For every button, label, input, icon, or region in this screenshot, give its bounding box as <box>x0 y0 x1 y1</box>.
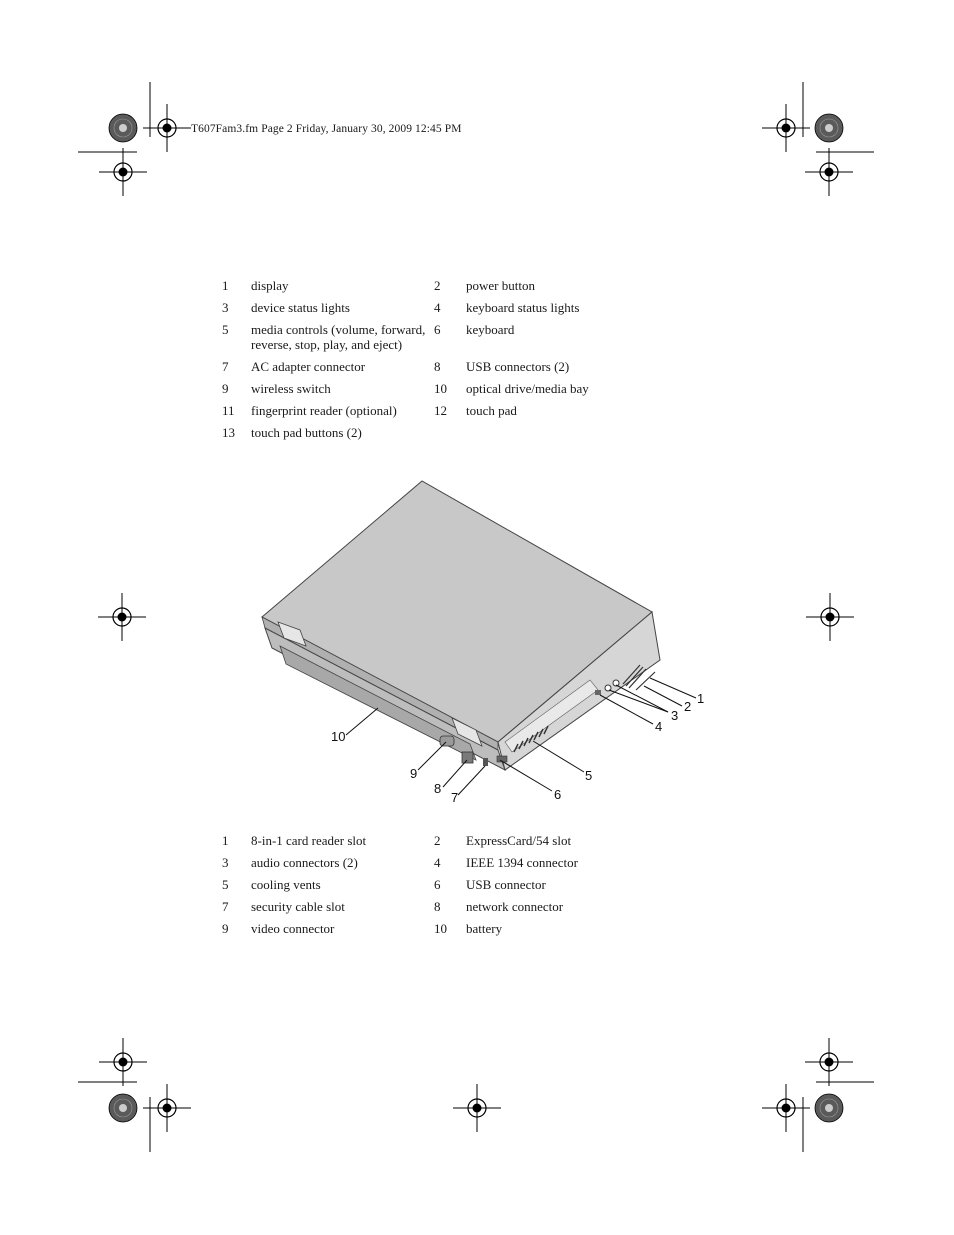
callout-label: 8-in-1 card reader slot <box>251 833 367 848</box>
callout-10: 10 <box>331 729 345 744</box>
callout-4: 4 <box>655 719 662 734</box>
callout-label: power button <box>466 278 535 293</box>
security-cable-slot <box>483 758 488 766</box>
callout-label: USB connectors (2) <box>466 359 570 374</box>
hinge-left <box>277 621 307 647</box>
callout-5: 5 <box>585 768 592 783</box>
callout-label: wireless switch <box>251 381 331 396</box>
hinge-right <box>451 717 483 747</box>
callout-label: ExpressCard/54 slot <box>466 833 572 848</box>
callout-number: 11 <box>222 403 235 418</box>
callout-label: keyboard <box>466 322 515 337</box>
callout-number: 6 <box>434 877 441 892</box>
callout-label: security cable slot <box>251 899 345 914</box>
file-header: T607Fam3.fm Page 2 Friday, January 30, 2… <box>191 123 462 135</box>
card-reader-slot <box>635 671 656 691</box>
callout-label: fingerprint reader (optional) <box>251 403 397 418</box>
callout-label: network connector <box>466 899 564 914</box>
audio-connector <box>612 679 620 687</box>
callout-3: 3 <box>671 708 678 723</box>
callout-number: 2 <box>434 278 441 293</box>
callout-number: 3 <box>222 855 229 870</box>
callout-number: 9 <box>222 921 229 936</box>
callout-label: USB connector <box>466 877 546 892</box>
callout-number: 8 <box>434 359 441 374</box>
callout-7: 7 <box>451 790 458 805</box>
callout-label: optical drive/media bay <box>466 381 589 396</box>
video-connector <box>439 735 455 747</box>
callout-number: 1 <box>222 833 229 848</box>
callout-label: cooling vents <box>251 877 321 892</box>
callout-number: 4 <box>434 855 441 870</box>
callout-number: 12 <box>434 403 447 418</box>
callout-number: 2 <box>434 833 441 848</box>
callout-number: 9 <box>222 381 229 396</box>
callout-label: battery <box>466 921 503 936</box>
callout-label: keyboard status lights <box>466 300 580 315</box>
callout-number: 1 <box>222 278 229 293</box>
network-connector <box>461 751 474 764</box>
callout-number: 3 <box>222 300 229 315</box>
callout-9: 9 <box>410 766 417 781</box>
callout-label: AC adapter connector <box>251 359 366 374</box>
callout-number: 5 <box>222 877 229 892</box>
callout-label: media controls (volume, forward, reverse… <box>251 322 426 352</box>
callout-1: 1 <box>697 691 704 706</box>
callout-2: 2 <box>684 699 691 714</box>
callout-8: 8 <box>434 781 441 796</box>
cooling-vents <box>513 725 549 753</box>
usb-connector <box>496 755 508 763</box>
callout-label: video connector <box>251 921 335 936</box>
battery <box>279 645 477 761</box>
callout-number: 10 <box>434 381 447 396</box>
callout-number: 8 <box>434 899 441 914</box>
callout-label: device status lights <box>251 300 350 315</box>
callout-label: touch pad <box>466 403 517 418</box>
callout-number: 10 <box>434 921 447 936</box>
ieee1394-connector <box>595 690 601 695</box>
callout-number: 5 <box>222 322 229 337</box>
callout-number: 6 <box>434 322 441 337</box>
expresscard-slot <box>622 664 647 689</box>
audio-connector <box>604 684 612 692</box>
callout-label: touch pad buttons (2) <box>251 425 362 440</box>
callout-label: display <box>251 278 289 293</box>
callout-6: 6 <box>554 787 561 802</box>
callout-label: audio connectors (2) <box>251 855 358 870</box>
callout-number: 7 <box>222 899 229 914</box>
callout-label: IEEE 1394 connector <box>466 855 578 870</box>
callout-number: 7 <box>222 359 229 374</box>
callout-number: 4 <box>434 300 441 315</box>
callout-number: 13 <box>222 425 235 440</box>
